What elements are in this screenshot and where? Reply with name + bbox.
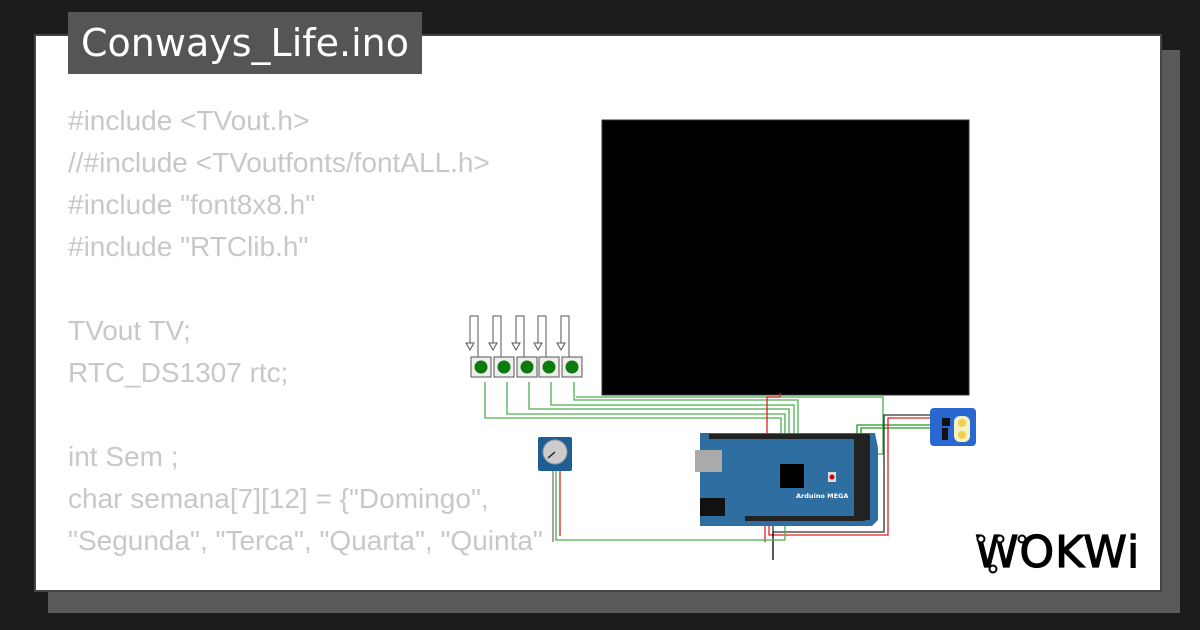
wires (484, 382, 932, 560)
preview-card (34, 34, 1162, 592)
arduino-mega[interactable]: Arduino MEGA (695, 433, 878, 526)
push-button[interactable] (511, 315, 538, 378)
code-line: RTC_DS1307 rtc; (68, 357, 289, 388)
code-line: #include "font8x8.h" (68, 189, 316, 220)
potentiometer[interactable] (538, 437, 572, 471)
code-preview: #include <TVout.h> //#include <TVoutfonts… (68, 100, 628, 562)
wokwi-logo: WOKWi (975, 526, 1140, 575)
push-button[interactable] (488, 315, 515, 378)
code-line: char semana[7][12] = {"Domingo", "Segund… (68, 483, 543, 556)
code-line: //#include <TVoutfonts/fontALL.h> (68, 147, 490, 178)
push-button[interactable] (556, 315, 583, 378)
rtc-module[interactable] (930, 408, 976, 446)
code-line: #include <TVout.h> (68, 105, 310, 136)
code-line (68, 268, 628, 310)
code-line (68, 394, 628, 436)
tv-screen[interactable] (601, 119, 970, 396)
board-label: Arduino MEGA (796, 492, 848, 500)
push-button[interactable] (533, 315, 560, 378)
push-button[interactable] (465, 315, 492, 378)
code-line: int Sem ; (68, 441, 179, 472)
code-line: #include "RTClib.h" (68, 231, 309, 262)
svg-text:WOKWi: WOKWi (975, 527, 1140, 575)
push-buttons (465, 315, 583, 378)
sketch-title: Conways_Life.ino (68, 12, 422, 74)
code-line: TVout TV; (68, 315, 191, 346)
